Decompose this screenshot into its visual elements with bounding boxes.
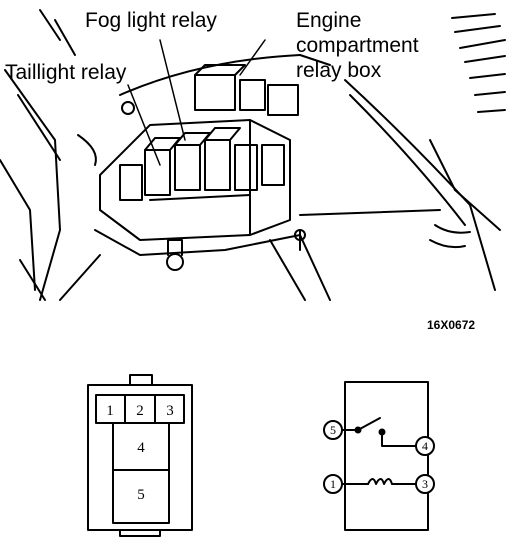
taillight-relay-leader	[127, 84, 161, 166]
connector-pin-2: 2	[136, 403, 144, 419]
engine-relay-box-label-line1: Engine	[296, 9, 362, 32]
terminal-1-circle	[323, 474, 343, 494]
fog-light-relay-leader	[159, 39, 186, 141]
taillight-relay-label: Taillight relay	[5, 61, 127, 84]
connector-pin-4: 4	[137, 440, 145, 456]
figure-code: 16X0672	[427, 318, 476, 332]
terminal-5-circle	[323, 420, 343, 440]
engine-relay-box-leader	[239, 39, 266, 76]
schematic-terminal-1: 1	[330, 477, 336, 491]
engine-compartment-illustration	[0, 9, 506, 301]
connector-pin-5: 5	[137, 487, 145, 503]
schematic-terminal-3: 3	[422, 477, 428, 491]
connector-pin-3: 3	[166, 403, 174, 419]
connector-pinout	[87, 374, 193, 537]
engine-relay-box-label-line3: relay box	[296, 59, 382, 82]
fog-light-relay-label: Fog light relay	[85, 9, 217, 32]
schematic-terminal-5: 5	[330, 423, 336, 437]
engine-relay-box-label-line2: compartment	[296, 34, 419, 57]
terminal-4-circle	[415, 436, 435, 456]
relay-schematic	[332, 381, 429, 531]
terminal-3-circle	[415, 474, 435, 494]
schematic-terminal-4: 4	[422, 439, 428, 453]
connector-pin-1: 1	[106, 403, 114, 419]
